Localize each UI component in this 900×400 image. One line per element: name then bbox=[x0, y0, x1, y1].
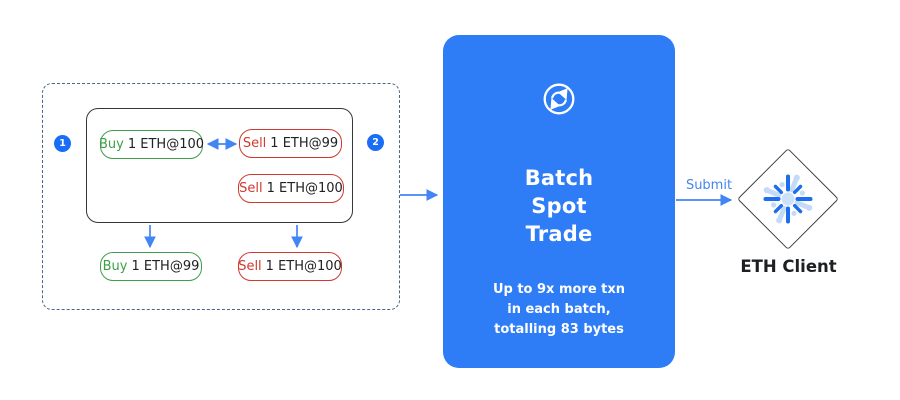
order-action: Sell bbox=[239, 181, 263, 196]
order-pill-sell-1eth-100-inner: Sell 1 ETH@100 bbox=[238, 174, 344, 203]
order-pill-sell-1eth-99: Sell 1 ETH@99 bbox=[239, 129, 342, 158]
order-action: Buy bbox=[102, 259, 128, 274]
sync-icon bbox=[443, 81, 675, 117]
batch-spot-trade-box: Batch Spot Trade Up to 9x more txn in ea… bbox=[443, 35, 675, 368]
matching-engine-box bbox=[86, 108, 353, 223]
order-action: Buy bbox=[99, 137, 124, 152]
order-pill-buy-1eth-99-output: Buy 1 ETH@99 bbox=[100, 252, 202, 281]
order-pill-buy-1eth-100: Buy 1 ETH@100 bbox=[99, 130, 205, 159]
batch-title-line2: Spot bbox=[531, 193, 587, 218]
order-detail: 1 ETH@100 bbox=[265, 259, 342, 274]
order-detail: 1 ETH@99 bbox=[270, 136, 339, 151]
step-badge-2-label: 2 bbox=[372, 137, 379, 148]
order-detail: 1 ETH@100 bbox=[266, 181, 343, 196]
batch-title-line1: Batch bbox=[524, 166, 594, 190]
order-detail: 1 ETH@99 bbox=[131, 259, 200, 274]
eth-client-label: ETH Client bbox=[740, 257, 837, 276]
order-pill-sell-1eth-100-output: Sell 1 ETH@100 bbox=[238, 252, 342, 281]
order-action: Sell bbox=[238, 259, 262, 274]
batch-title-line3: Trade bbox=[525, 221, 593, 246]
submit-arrow-label: Submit bbox=[685, 178, 733, 193]
step-badge-1: 1 bbox=[54, 135, 71, 152]
starburst-icon bbox=[763, 174, 813, 224]
order-detail: 1 ETH@100 bbox=[127, 137, 205, 152]
batch-box-note: Up to 9x more txn in each batch, totalli… bbox=[443, 280, 675, 340]
order-action: Sell bbox=[242, 136, 267, 151]
batch-note-line2: in each batch, bbox=[507, 301, 611, 317]
step-badge-2: 2 bbox=[367, 134, 384, 151]
step-badge-1-label: 1 bbox=[59, 138, 66, 149]
batch-note-line1: Up to 9x more txn bbox=[492, 281, 626, 297]
batch-note-line3: totalling 83 bytes bbox=[494, 321, 624, 337]
batch-box-title: Batch Spot Trade bbox=[443, 165, 675, 249]
order-book-dashed-box bbox=[42, 83, 400, 310]
